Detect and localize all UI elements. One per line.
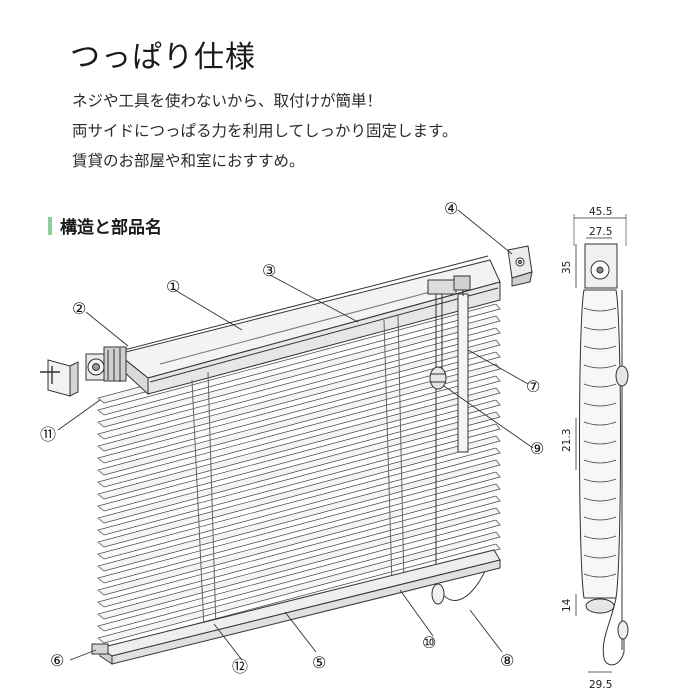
description-line: 両サイドにつっぱる力を利用してしっかり固定します。 xyxy=(72,122,458,140)
tension-end-cap xyxy=(85,346,127,382)
dim-top-width: 45.5 xyxy=(589,206,612,218)
profile-slats xyxy=(583,307,617,578)
part-label-7: ⑦ xyxy=(526,377,540,396)
profile-slat xyxy=(583,402,617,407)
bracket xyxy=(507,245,533,287)
operator-box xyxy=(427,279,457,295)
description-line: 賃貸のお部屋や和室におすすめ。 xyxy=(72,152,305,170)
slat xyxy=(97,519,501,632)
part-label-3: ③ xyxy=(262,261,276,280)
profile-slat xyxy=(583,516,617,521)
profile-slat xyxy=(583,573,617,578)
dim-head-height: 35 xyxy=(561,261,573,274)
profile-slat xyxy=(583,478,617,483)
part-label-2: ② xyxy=(72,299,86,318)
tilt-wand xyxy=(457,290,469,453)
section-accent-bar xyxy=(48,216,52,235)
slat xyxy=(97,411,501,524)
profile-slat xyxy=(583,459,617,464)
dim-slat-pitch: 21.3 xyxy=(561,429,573,452)
part-label-4: ④ xyxy=(444,199,458,218)
description: ネジや工具を使わないから、取付けが簡単！ 両サイドにつっぱる力を利用してしっかり… xyxy=(72,86,458,176)
profile-slat xyxy=(583,497,617,502)
ladder-cord xyxy=(397,313,405,585)
profile-slat xyxy=(583,345,617,350)
dim-bottom-height: 14 xyxy=(561,598,573,612)
dim-bottom-width: 29.5 xyxy=(589,679,612,691)
head-rail xyxy=(116,255,501,396)
section-title: 構造と部品名 xyxy=(60,218,162,238)
slat xyxy=(97,471,501,584)
slat xyxy=(97,315,501,428)
part-label-12: ⑫ xyxy=(232,657,248,676)
ladder-cord xyxy=(207,371,217,629)
ladder-cord xyxy=(191,379,205,629)
part-label-8: ⑧ xyxy=(500,651,514,670)
profile-slat xyxy=(583,440,617,445)
bottom-rail xyxy=(91,549,501,665)
profile-slat xyxy=(583,421,617,426)
slat xyxy=(97,399,501,512)
side-bracket-left xyxy=(40,359,79,397)
leader-lines xyxy=(57,209,534,661)
slat xyxy=(97,495,501,608)
part-label-10: ⑩ xyxy=(422,633,436,652)
part-label-11: ⑪ xyxy=(40,425,56,444)
slat xyxy=(97,447,501,560)
part-label-1: ① xyxy=(166,277,180,296)
part-label-5: ⑤ xyxy=(312,653,326,672)
profile-slat xyxy=(583,554,617,559)
profile-slat xyxy=(583,535,617,540)
lift-cord xyxy=(429,288,491,605)
slat xyxy=(97,531,501,644)
ladder-cord xyxy=(383,319,393,585)
slat xyxy=(97,387,501,500)
slat xyxy=(97,507,501,620)
slat xyxy=(97,303,501,416)
side-profile-drawing xyxy=(573,214,629,673)
profile-slat xyxy=(583,307,617,312)
slat xyxy=(97,327,501,440)
section-heading: 構造と部品名 xyxy=(48,213,162,238)
page-title: つっぱり仕様 xyxy=(70,40,256,75)
slat xyxy=(97,483,501,596)
profile-slat xyxy=(583,364,617,369)
part-label-6: ⑥ xyxy=(50,651,64,670)
dim-head-width: 27.5 xyxy=(589,226,612,238)
description-line: ネジや工具を使わないから、取付けが簡単！ xyxy=(72,92,383,110)
slat xyxy=(97,459,501,572)
tilter-box xyxy=(453,275,471,291)
part-label-9: ⑨ xyxy=(530,439,544,458)
profile-slat xyxy=(583,383,617,388)
profile-slat xyxy=(583,326,617,331)
